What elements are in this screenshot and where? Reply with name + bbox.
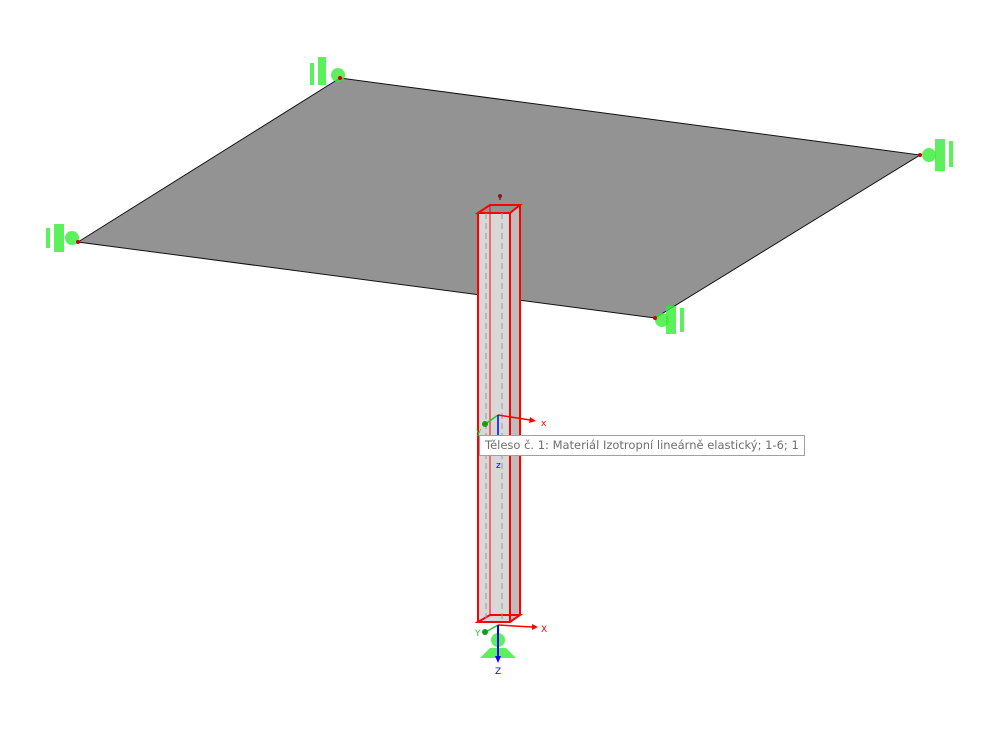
local-z-label: z [496, 461, 501, 471]
global-x-label: X [541, 625, 547, 635]
global-y-label: Y [474, 629, 481, 639]
solid-column[interactable] [474, 194, 524, 623]
local-axis-system: x y z [476, 414, 547, 471]
local-y-label: y [476, 427, 482, 437]
local-x-label: x [541, 419, 547, 429]
global-z-label: Z [495, 667, 501, 677]
global-axis-system: X Y Z [474, 624, 547, 677]
object-tooltip: Těleso č. 1: Materiál Izotropní lineárně… [479, 435, 805, 456]
nodal-support-icon[interactable] [46, 57, 953, 658]
